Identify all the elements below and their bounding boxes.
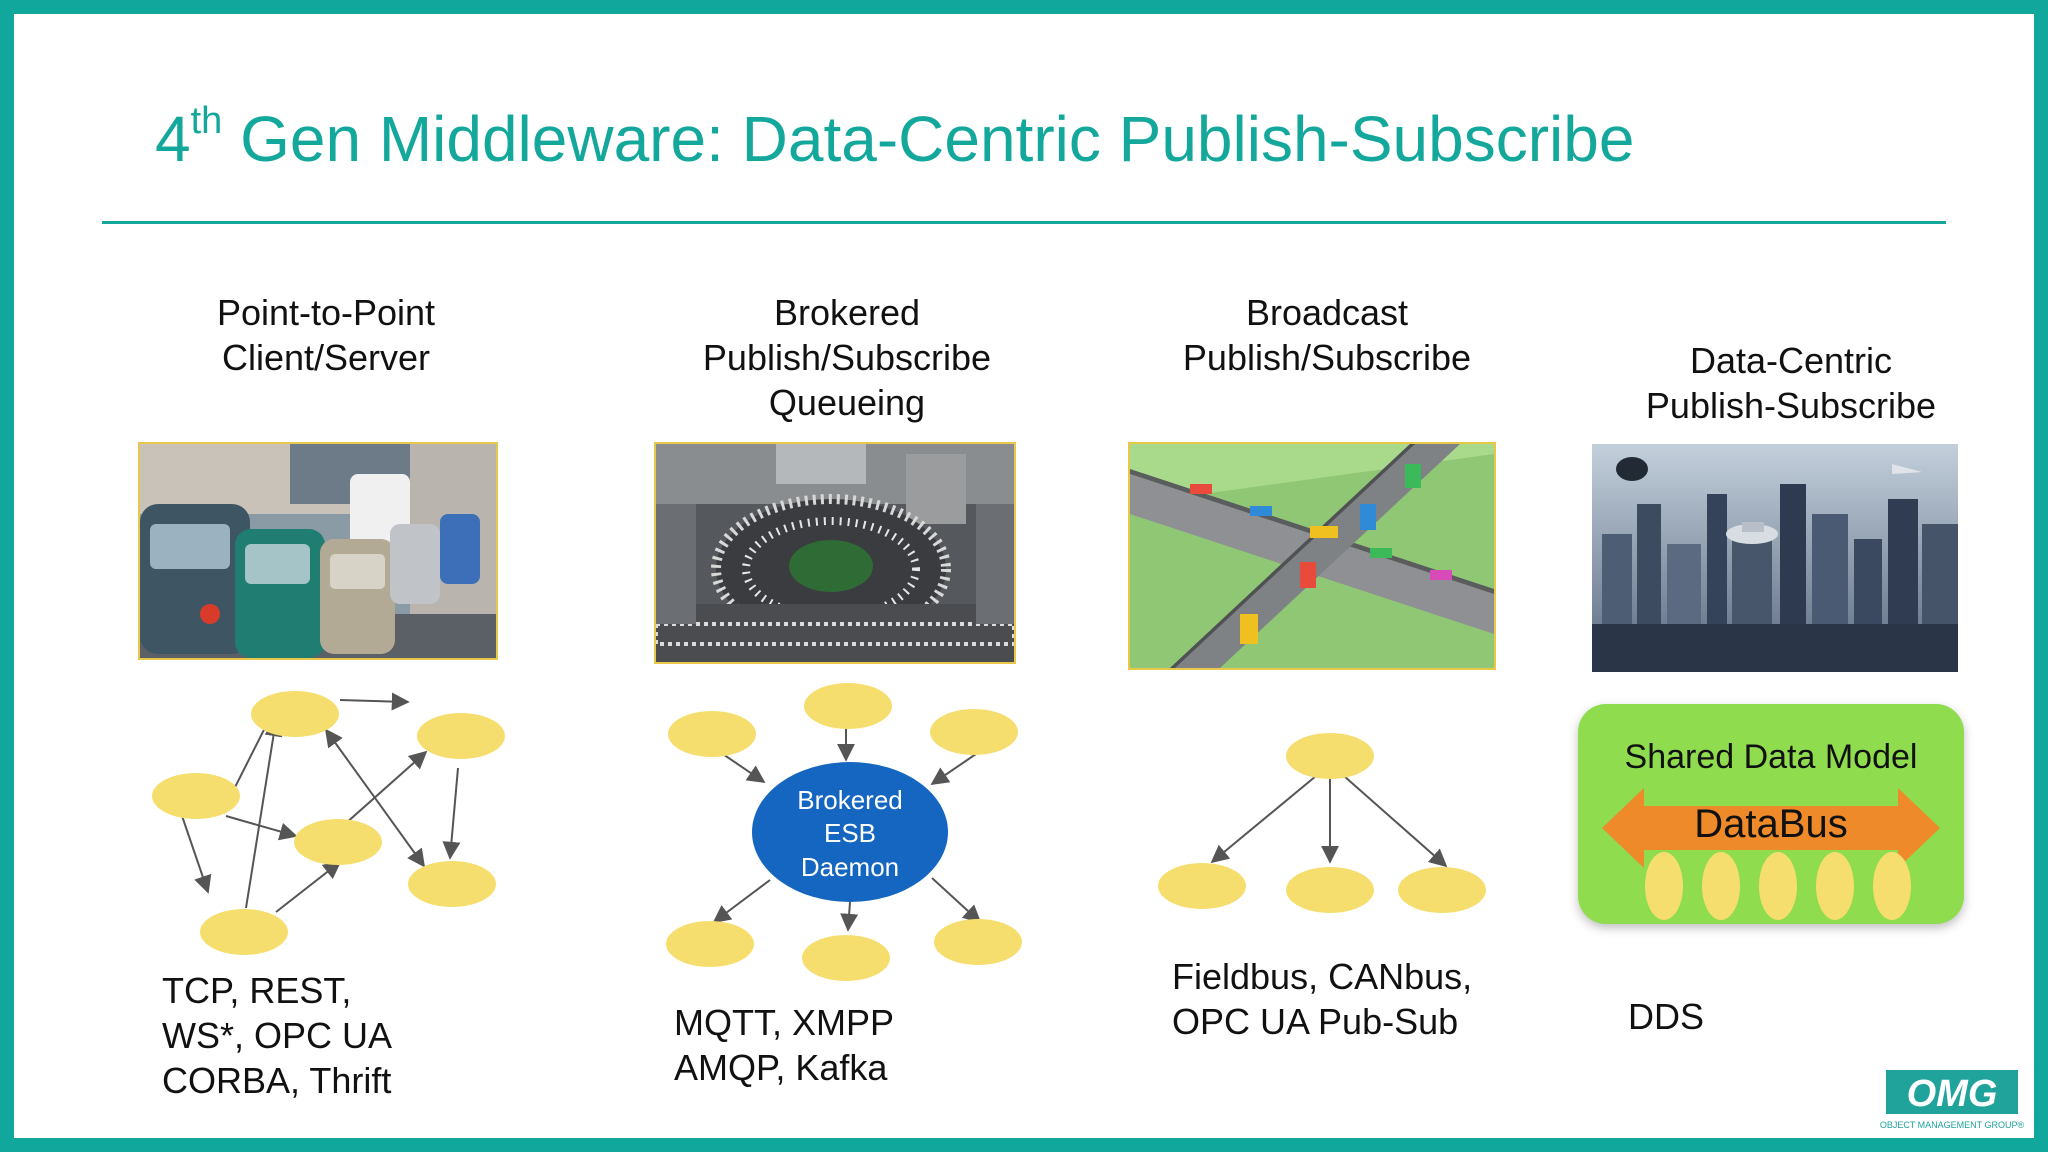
node (1286, 733, 1374, 779)
logo-subtext: OBJECT MANAGEMENT GROUP® (1880, 1120, 2025, 1130)
protocols-broadcast: Fieldbus, CANbus,OPC UA Pub-Sub (1172, 956, 1473, 1042)
title-divider (102, 221, 1946, 224)
broadcast-graph (1158, 733, 1486, 913)
node (1286, 867, 1374, 913)
node (1398, 867, 1486, 913)
node (1759, 852, 1797, 920)
node (668, 711, 756, 757)
node (802, 935, 890, 981)
databus-graphic (1602, 788, 1940, 920)
node (1158, 863, 1246, 909)
omg-logo: OMG OBJECT MANAGEMENT GROUP® (1876, 1066, 2028, 1136)
node (930, 709, 1018, 755)
protocols-data-centric: DDS (1628, 996, 1705, 1037)
databus-label: DataBus (1694, 802, 1848, 846)
highway-interchange-illustration (1128, 442, 1496, 670)
shared-data-model-label: Shared Data Model (1624, 738, 1918, 776)
node (408, 861, 496, 907)
broker-label-line-1: Brokered (797, 785, 903, 815)
edge (223, 700, 279, 810)
node (417, 713, 505, 759)
node (1702, 852, 1740, 920)
slide: 4th Gen Middleware: Data-Centric Publish… (14, 14, 2034, 1138)
node (294, 819, 382, 865)
node (251, 691, 339, 737)
node (200, 909, 288, 955)
node (1816, 852, 1854, 920)
node (934, 919, 1022, 965)
point-to-point-graph (152, 691, 505, 955)
node (1873, 852, 1911, 920)
slide-title: 4th Gen Middleware: Data-Centric Publish… (155, 99, 1635, 175)
futuristic-city-image (1592, 444, 1958, 672)
databus-arrow (1602, 788, 1940, 868)
broker-label-line-2: ESB (824, 818, 876, 848)
title-superscript: th (190, 99, 223, 142)
node (1645, 852, 1683, 920)
brokered-graph: Brokered ESB Daemon (666, 683, 1022, 981)
node (152, 773, 240, 819)
broker-label-line-3: Daemon (801, 852, 899, 882)
shared-data-model-box: Shared Data Model DataBus (1578, 704, 1964, 924)
roundabout-photo (654, 442, 1016, 664)
logo-text: OMG (1907, 1073, 1998, 1115)
traffic-jam-photo (138, 442, 498, 660)
node (804, 683, 892, 729)
broker-daemon (752, 762, 948, 902)
node (666, 921, 754, 967)
